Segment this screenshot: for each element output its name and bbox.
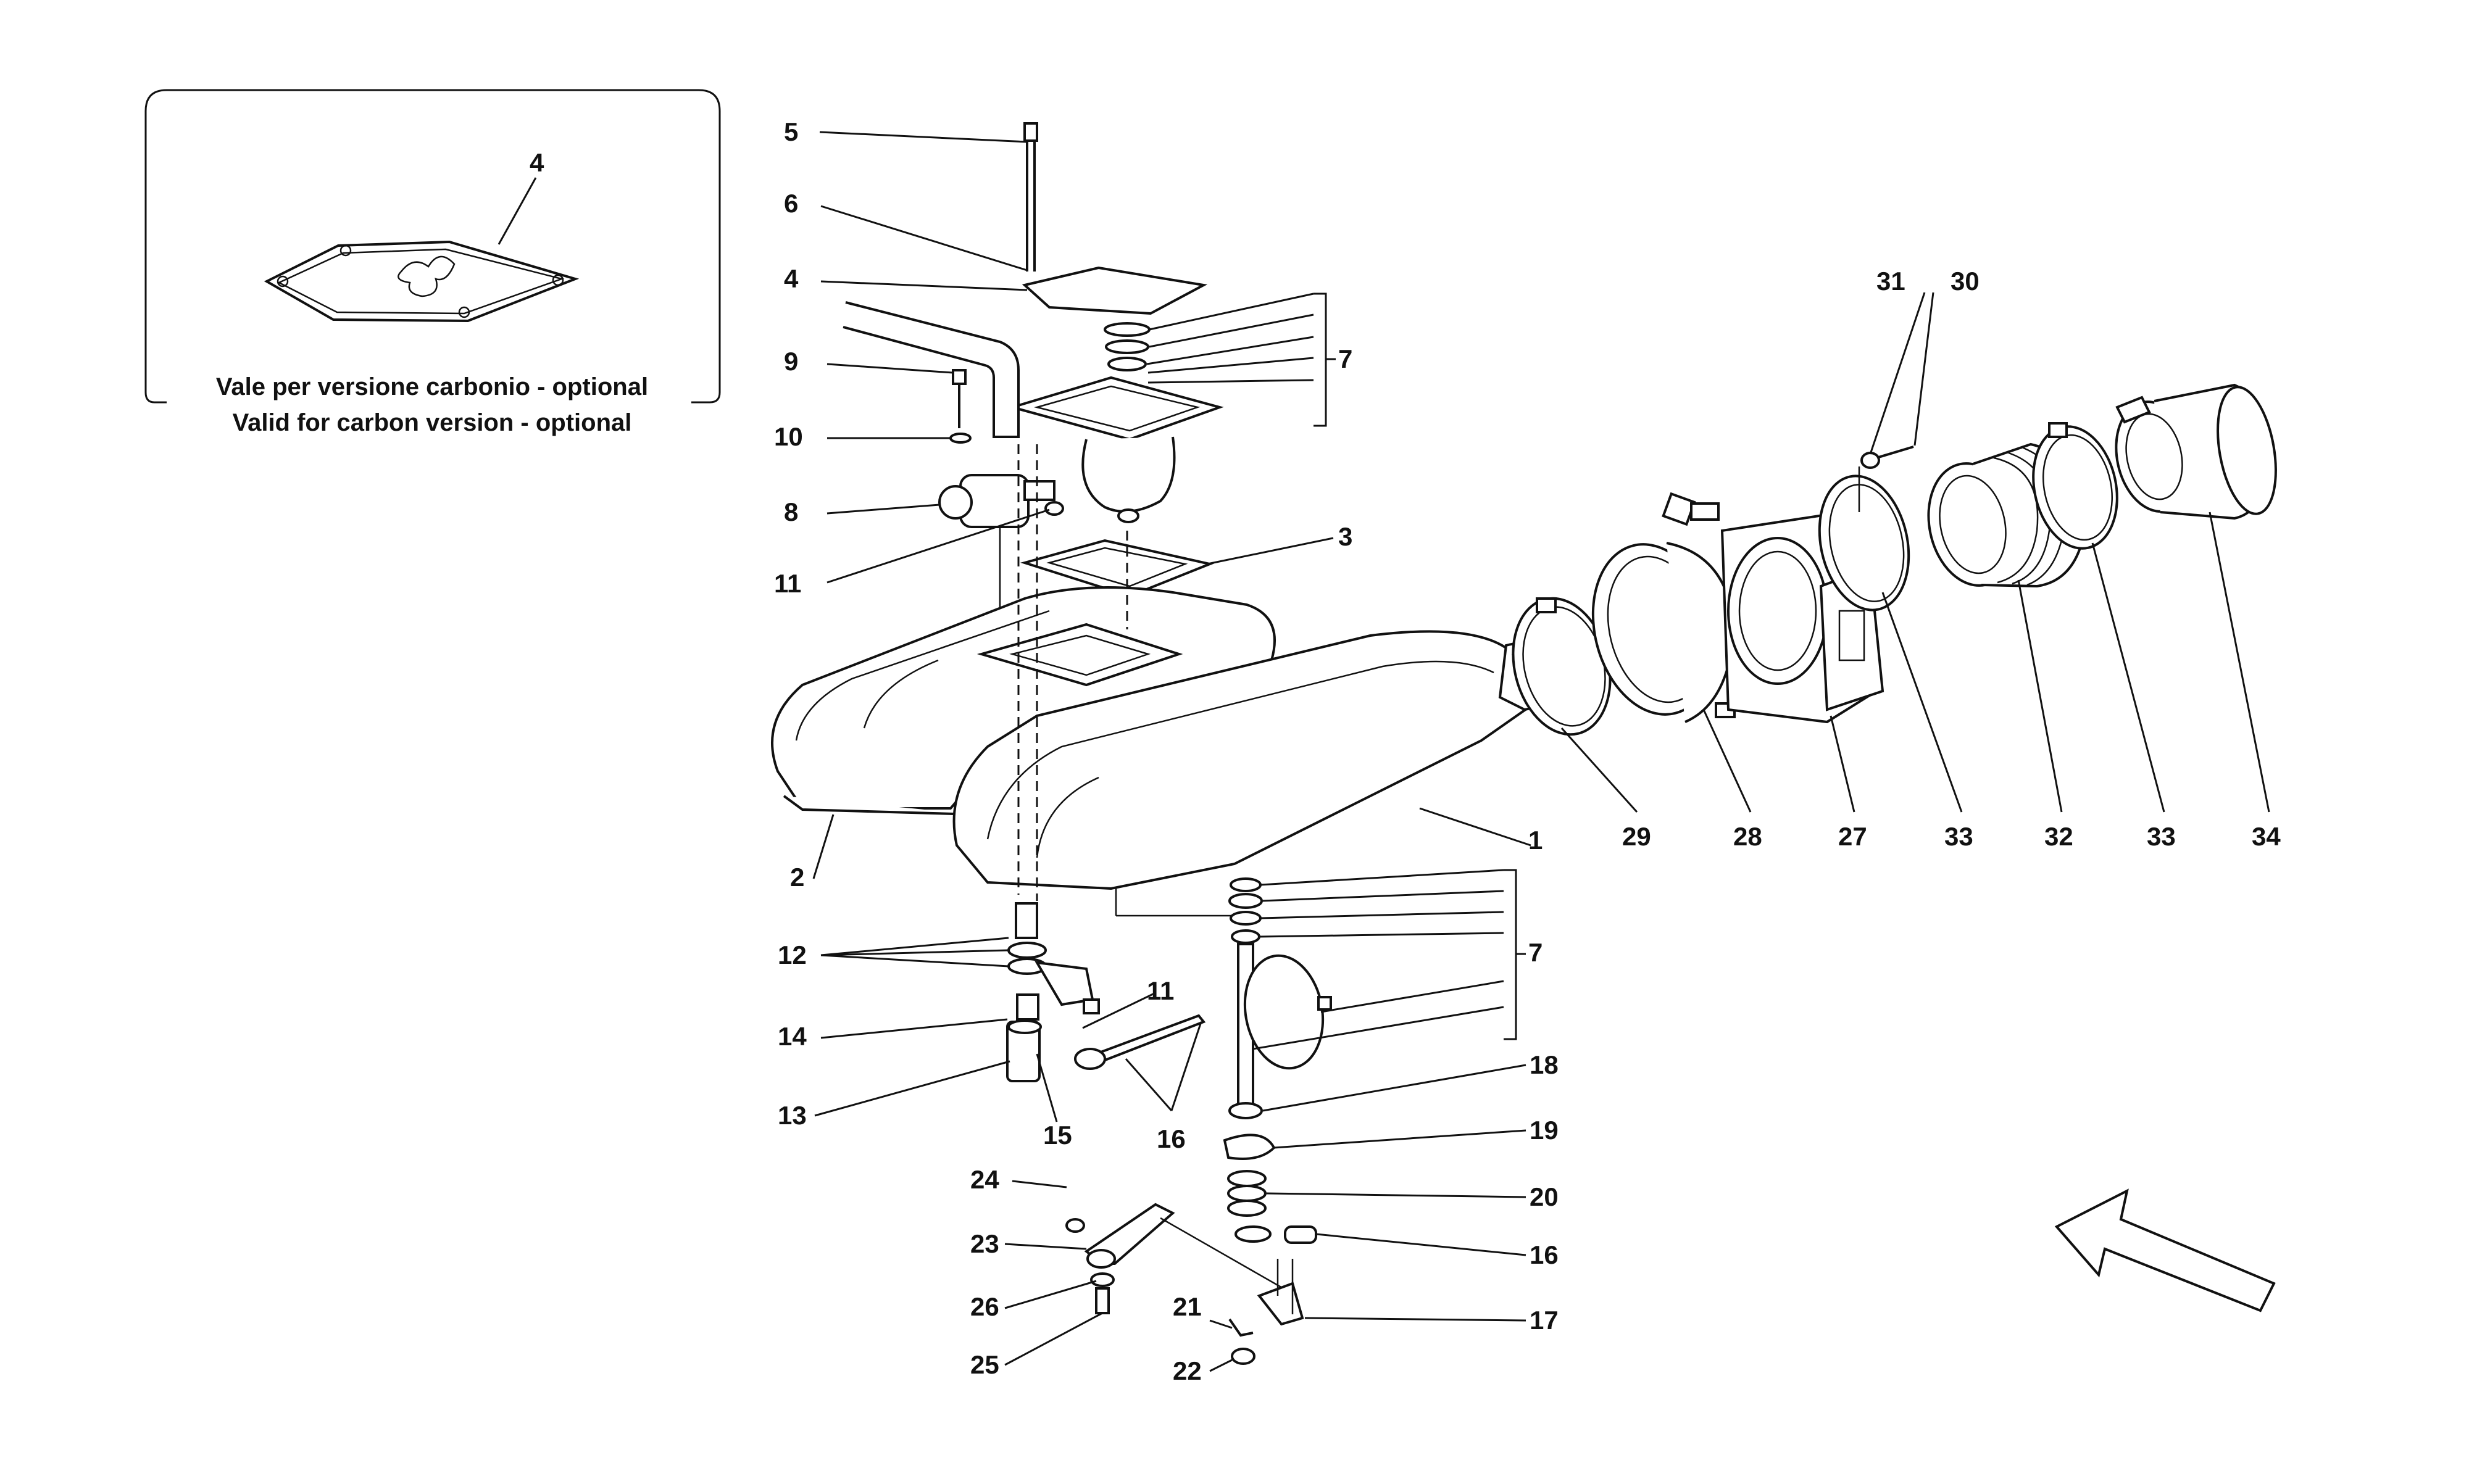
callout-7-lower: 7 <box>1528 938 1543 967</box>
inset-caption-italian: Vale per versione carbonio - optional <box>216 373 648 400</box>
rear-plenum-part <box>771 586 1276 816</box>
flange-ring-28 <box>1591 542 1754 723</box>
washer-11-part <box>1044 501 1064 516</box>
rod-end-part <box>1074 1014 1206 1070</box>
carbon-cover-part <box>264 240 580 323</box>
callout-9: 9 <box>784 347 798 376</box>
intake-duct-34 <box>2115 383 2277 520</box>
callout-20: 20 <box>1530 1182 1559 1211</box>
callout-13: 13 <box>778 1101 807 1130</box>
callout-16-right: 16 <box>1530 1240 1559 1269</box>
callout-23: 23 <box>970 1229 999 1258</box>
callout-12: 12 <box>778 940 807 969</box>
callout-26: 26 <box>970 1292 999 1321</box>
callout-3: 3 <box>1338 522 1352 551</box>
callout-11-lower: 11 <box>1147 976 1174 1005</box>
callout-2: 2 <box>790 863 804 892</box>
callout-16-left: 16 <box>1157 1124 1186 1153</box>
long-bolt-part <box>1023 122 1038 272</box>
callout-15: 15 <box>1043 1121 1072 1150</box>
callout-34: 34 <box>2252 822 2281 851</box>
leader-lines <box>812 131 2270 1372</box>
callout-19: 19 <box>1530 1116 1559 1145</box>
carbon-version-inset: 4 Vale per versione carbonio - optional … <box>144 89 721 436</box>
callout-1: 1 <box>1528 826 1543 855</box>
bolt-9-part <box>949 369 972 444</box>
callout-labels: 5 6 4 9 10 8 11 3 7 1 2 7 12 14 13 15 11… <box>774 117 2281 1385</box>
funnel-plate-part <box>1007 376 1224 523</box>
hose-clamp-33b <box>2032 422 2118 550</box>
callout-21: 21 <box>1173 1292 1202 1321</box>
callout-14: 14 <box>778 1022 807 1051</box>
callout-32: 32 <box>2044 822 2073 851</box>
callout-24: 24 <box>970 1165 999 1194</box>
callout-33-left: 33 <box>1944 822 1973 851</box>
lower-lever-part <box>1065 1203 1297 1314</box>
callout-5: 5 <box>784 117 798 146</box>
callout-11: 11 <box>774 569 801 598</box>
callout-6: 6 <box>784 189 798 218</box>
callout-29: 29 <box>1622 822 1651 851</box>
callout-27: 27 <box>1838 822 1867 851</box>
callout-10: 10 <box>774 422 803 451</box>
callout-8: 8 <box>784 497 798 526</box>
inset-leader <box>498 177 537 245</box>
callout-18: 18 <box>1530 1050 1559 1079</box>
breather-pipe-part <box>843 301 1020 438</box>
callout-30: 30 <box>1951 267 1980 296</box>
callout-22: 22 <box>1173 1356 1202 1385</box>
linkage-bushing-stack <box>1006 902 1100 1082</box>
callout-28: 28 <box>1733 822 1762 851</box>
inset-callout-4: 4 <box>530 148 544 177</box>
hose-clamp-33 <box>1818 475 1910 611</box>
butterfly-shaft-part <box>1223 877 1332 1244</box>
callout-17: 17 <box>1530 1306 1559 1335</box>
callout-25: 25 <box>970 1350 999 1379</box>
plenum-flange-part <box>976 623 1183 687</box>
intake-assembly-drawing <box>771 122 2277 1365</box>
callout-7-upper: 7 <box>1338 344 1352 373</box>
callout-31: 31 <box>1876 267 1905 296</box>
front-direction-arrow-icon <box>2054 1188 2276 1312</box>
bolt-30-part <box>1858 446 1914 512</box>
callout-33-right: 33 <box>2147 822 2176 851</box>
callout-4: 4 <box>784 264 799 293</box>
throttle-lever-part <box>1228 1259 1304 1365</box>
hose-clamp-29 <box>1512 597 1612 736</box>
inset-caption-english: Valid for carbon version - optional <box>233 409 632 436</box>
top-cover-plate <box>1022 266 1208 371</box>
